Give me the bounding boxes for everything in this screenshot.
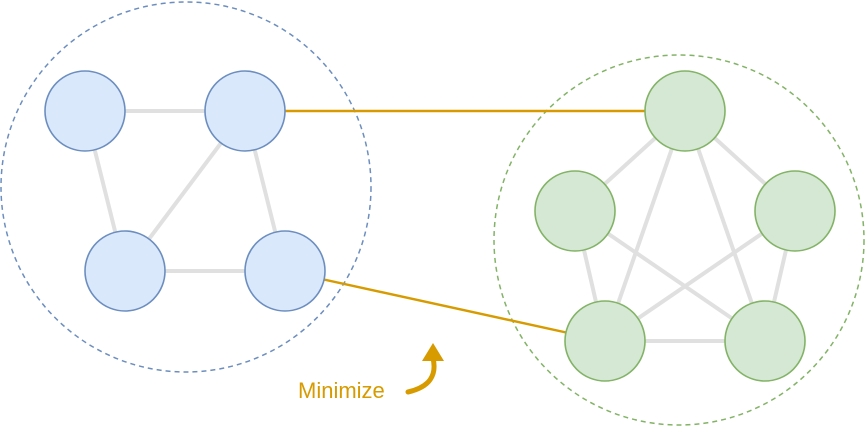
minimize-arrowhead-icon (422, 343, 444, 361)
cluster-a-boundary (0, 1, 372, 373)
node-a2 (204, 70, 286, 152)
cut-edge-a4-b4 (284, 269, 606, 343)
cluster-b-boundary (493, 54, 865, 426)
node-b3 (754, 170, 836, 252)
node-a4 (244, 230, 326, 312)
node-b2 (534, 170, 616, 252)
node-b5 (724, 300, 806, 382)
cut-edges (245, 109, 685, 343)
node-a1 (44, 70, 126, 152)
minimize-label: Minimize (298, 378, 385, 403)
node-b4 (564, 300, 646, 382)
minimize-arrow (405, 355, 437, 395)
graph-nodes (44, 70, 836, 382)
node-b1 (644, 70, 726, 152)
node-a3 (84, 230, 166, 312)
